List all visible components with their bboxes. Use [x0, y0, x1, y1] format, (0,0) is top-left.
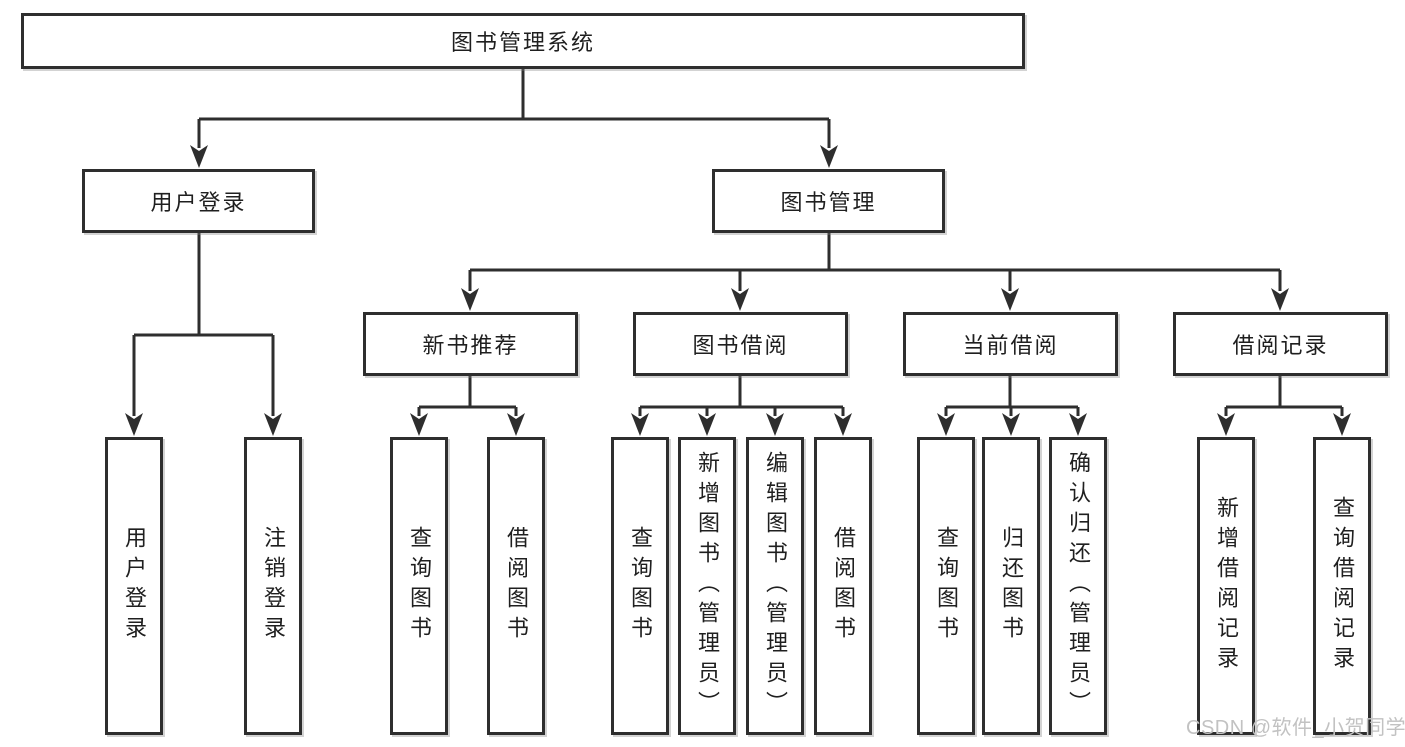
node-new-book-recommend: 新书推荐: [363, 312, 578, 376]
node-label: 查询图书: [628, 526, 653, 646]
node-label: 新书推荐: [422, 333, 519, 358]
node-label: 查询借阅记录: [1330, 496, 1355, 676]
node-user-login: 用户登录: [82, 169, 315, 233]
leaf-user-login: 用户登录: [105, 437, 163, 735]
connector-user-login-branch: [132, 233, 275, 416]
node-borrow-records: 借阅记录: [1173, 312, 1388, 376]
node-label: 编辑图书（管理员）: [763, 451, 788, 721]
node-label: 当前借阅: [962, 333, 1059, 358]
leaf-logout: 注销登录: [244, 437, 302, 735]
node-label: 新增借阅记录: [1214, 496, 1239, 676]
node-library-system-root: 图书管理系统: [21, 13, 1025, 69]
leaf-return-books: 归还图书: [982, 437, 1040, 735]
node-book-management: 图书管理: [712, 169, 945, 233]
leaf-query-borrow-record: 查询借阅记录: [1313, 437, 1371, 735]
node-label: 借阅图书: [831, 526, 856, 646]
leaf-add-borrow-record: 新增借阅记录: [1197, 437, 1255, 735]
leaf-borrow-books-borrowing: 借阅图书: [814, 437, 872, 735]
node-label: 确认归还（管理员）: [1066, 451, 1091, 721]
node-label: 借阅图书: [504, 526, 529, 646]
connector-root-to-level2: [197, 69, 831, 148]
leaf-query-books-recommend: 查询图书: [390, 437, 448, 735]
leaf-edit-book-admin: 编辑图书（管理员）: [746, 437, 804, 735]
leaf-query-books-current: 查询图书: [917, 437, 975, 735]
connector-book-borrow-branch: [638, 376, 845, 416]
leaf-confirm-return-admin: 确认归还（管理员）: [1049, 437, 1107, 735]
leaf-borrow-books-recommend: 借阅图书: [487, 437, 545, 735]
csdn-watermark: CSDN @软件_小贺同学: [1186, 717, 1405, 739]
node-label: 借阅记录: [1232, 333, 1329, 358]
node-label: 用户登录: [122, 526, 147, 646]
connector-current-borrow-branch: [944, 376, 1080, 416]
node-label: 查询图书: [407, 526, 432, 646]
connector-book-mgmt-branch: [468, 233, 1282, 291]
leaf-add-book-admin: 新增图书（管理员）: [678, 437, 736, 735]
node-current-borrowing: 当前借阅: [903, 312, 1118, 376]
node-book-borrowing: 图书借阅: [633, 312, 848, 376]
node-label: 用户登录: [150, 190, 247, 215]
node-label: 图书管理系统: [450, 30, 595, 55]
node-label: 归还图书: [999, 526, 1024, 646]
connector-new-book-branch: [417, 376, 518, 416]
node-label: 查询图书: [934, 526, 959, 646]
node-label: 图书管理: [780, 190, 877, 215]
connector-borrow-records-branch: [1224, 376, 1344, 416]
node-label: 图书借阅: [692, 333, 789, 358]
leaf-query-books-borrowing: 查询图书: [611, 437, 669, 735]
node-label: 注销登录: [261, 526, 286, 646]
node-label: 新增图书（管理员）: [695, 451, 720, 721]
